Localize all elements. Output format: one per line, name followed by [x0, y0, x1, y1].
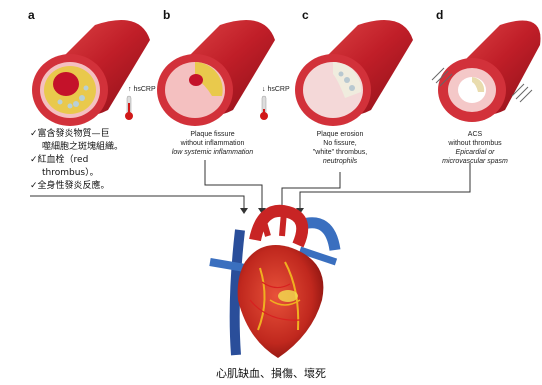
- hscrp-down-label: ↓ hsCRP: [262, 86, 290, 93]
- caption-c: Plaque erosion No fissure, "white" throm…: [295, 130, 385, 166]
- panel-b-letter: b: [163, 8, 170, 22]
- bottom-caption: 心肌缺血、損傷、壞死: [0, 365, 542, 381]
- artery-d: [438, 21, 541, 123]
- caption-b-line2: without inflammation: [165, 139, 260, 148]
- caption-c-line1: Plaque erosion: [295, 130, 385, 139]
- note-line-4: thrombus）。: [30, 167, 123, 180]
- artery-b: [157, 20, 275, 126]
- caption-b: Plaque fissure without inflammation low …: [165, 130, 260, 157]
- note-line-5: ✓全身性發炎反應。: [30, 180, 123, 193]
- heart-illustration: [210, 211, 336, 358]
- caption-d-line2: without thrombus: [430, 139, 520, 148]
- caption-c-italic: neutrophils: [323, 158, 357, 165]
- caption-d-italic2: microvascular spasm: [442, 158, 508, 165]
- notes-list: ✓富含發炎物質—巨 噬細胞之斑塊組織。 ✓紅血栓（red thrombus）。 …: [30, 128, 123, 193]
- hscrp-up-label: ↑ hsCRP: [128, 86, 156, 93]
- caption-d-line1: ACS: [430, 130, 520, 139]
- artery-c: [295, 20, 413, 126]
- artery-a: [32, 20, 150, 126]
- caption-b-italic: low systemic inflammation: [172, 149, 253, 156]
- caption-d-italic1: Epicardial or: [456, 149, 495, 156]
- caption-b-line1: Plaque fissure: [165, 130, 260, 139]
- caption-d: ACS without thrombus Epicardial or micro…: [430, 130, 520, 166]
- thermometer-up-icon: [125, 96, 133, 120]
- note-line-1: ✓富含發炎物質—巨: [30, 128, 123, 141]
- caption-c-line3: "white" thrombus,: [295, 148, 385, 157]
- panel-c-letter: c: [302, 8, 309, 22]
- note-line-2: 噬細胞之斑塊組織。: [30, 141, 123, 154]
- panel-a-letter: a: [28, 8, 35, 22]
- note-line-3: ✓紅血栓（red: [30, 154, 123, 167]
- thrombus-a: [53, 72, 79, 96]
- panel-d-letter: d: [436, 8, 443, 22]
- caption-c-line2: No fissure,: [295, 139, 385, 148]
- thermometer-down-icon: [260, 96, 268, 120]
